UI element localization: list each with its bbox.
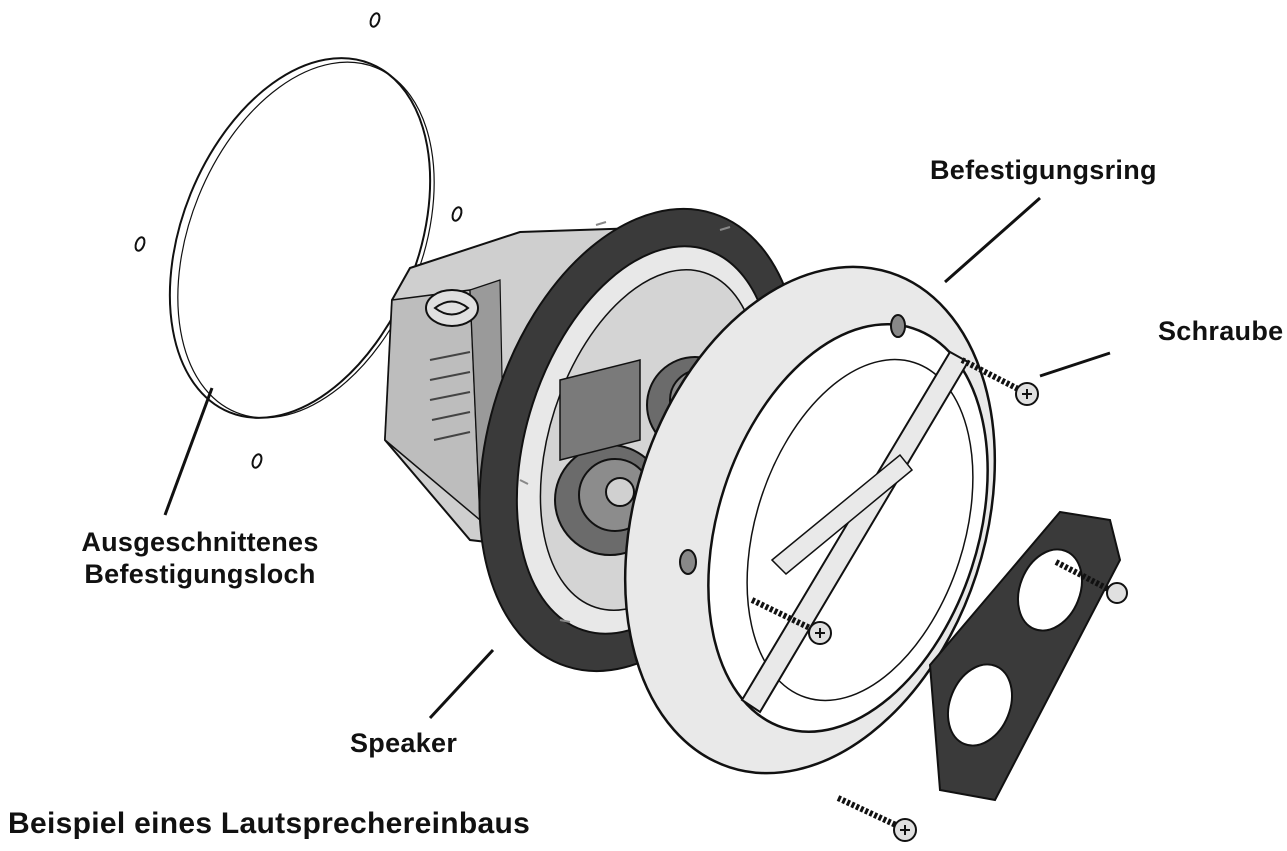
leader-line-screw bbox=[1039, 351, 1111, 378]
label-speaker: Speaker bbox=[350, 728, 458, 758]
label-screw: Schraube bbox=[1158, 316, 1284, 346]
pilot-hole bbox=[251, 453, 263, 469]
screw bbox=[750, 597, 832, 645]
leader-line-ring bbox=[944, 196, 1041, 284]
leader-line-hole bbox=[163, 387, 214, 516]
label-mounting-hole-line2: Befestigungsloch bbox=[84, 558, 316, 589]
pilot-hole bbox=[134, 236, 146, 252]
label-mounting-ring: Befestigungsring bbox=[930, 155, 1157, 185]
label-mounting-hole: Ausgeschnittenes Befestigungsloch bbox=[40, 527, 360, 591]
ring-screw-hole bbox=[679, 549, 697, 575]
leader-lines bbox=[163, 196, 1111, 720]
leader-line-speaker bbox=[428, 648, 495, 720]
mounting-ring bbox=[623, 265, 997, 775]
screw bbox=[836, 795, 917, 842]
pilot-hole bbox=[451, 206, 463, 222]
brand-logo-icon bbox=[425, 289, 479, 327]
screw bbox=[960, 357, 1039, 406]
screw bbox=[1054, 559, 1128, 604]
label-mounting-hole-line1: Ausgeschnittenes bbox=[81, 527, 319, 557]
ring-screw-hole bbox=[890, 314, 906, 338]
pilot-hole bbox=[369, 12, 381, 28]
figure-caption: Beispiel eines Lautsprechereinbaus bbox=[8, 807, 531, 840]
